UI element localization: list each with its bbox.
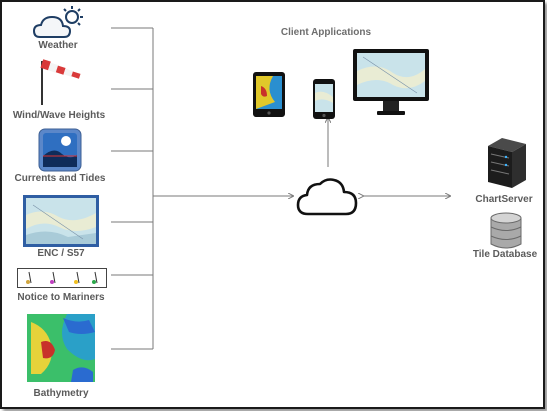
chartserver-label: ChartServer [475, 194, 533, 205]
database-icon [490, 212, 522, 249]
enc-label: ENC / S57 [37, 248, 85, 259]
windsock-icon [40, 59, 81, 105]
connector-lines [111, 27, 543, 350]
smartphone-icon [313, 79, 335, 119]
server-icon [488, 138, 526, 188]
cloud-icon [296, 178, 358, 216]
desktop-monitor-icon [353, 49, 429, 115]
tablet-icon [253, 72, 285, 117]
notice-mariners-icon [17, 268, 107, 288]
weather-label: Weather [38, 40, 78, 51]
wind-label: Wind/Wave Heights [12, 110, 106, 121]
enc-chart-icon [23, 195, 99, 247]
bathymetry-label: Bathymetry [33, 388, 89, 399]
tides-icon [38, 128, 82, 172]
tile-database-label: Tile Database [472, 249, 538, 260]
client-applications-title: Client Applications [280, 27, 372, 38]
bathymetry-map-icon [27, 314, 95, 382]
notice-label: Notice to Mariners [17, 292, 105, 303]
currents-label: Currents and Tides [14, 173, 106, 184]
weather-icon [32, 6, 83, 38]
